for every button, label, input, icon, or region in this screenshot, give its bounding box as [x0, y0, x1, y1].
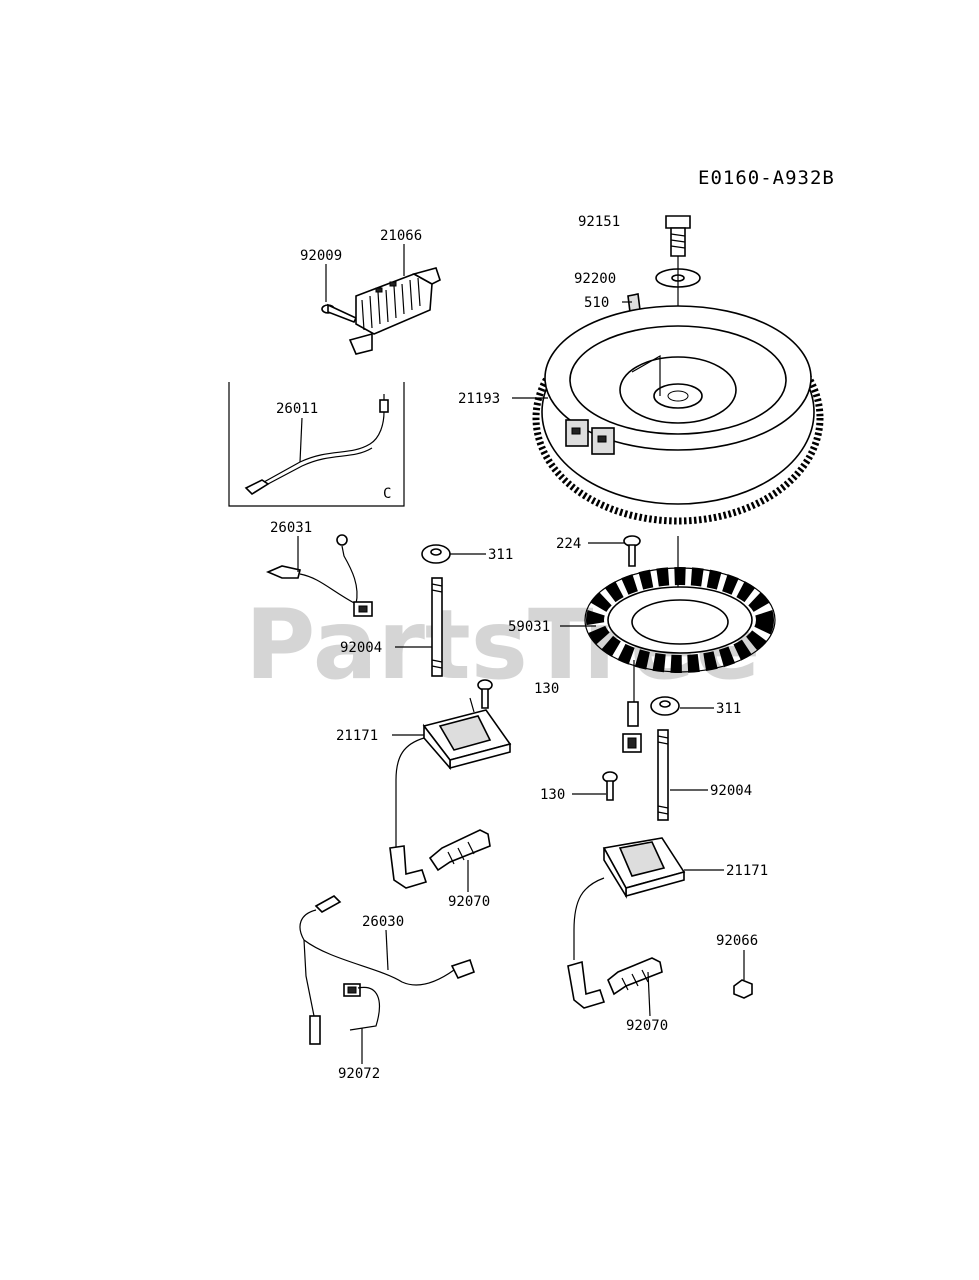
label-311-right: 311 — [716, 701, 741, 717]
nut-small[interactable] — [733, 979, 753, 999]
label-92072: 92072 — [338, 1066, 380, 1082]
diagram-code: E0160-A932B — [698, 167, 835, 189]
label-26011: 26011 — [276, 401, 318, 417]
leader-lines — [297, 244, 745, 1064]
label-26031: 26031 — [270, 520, 312, 536]
spark-plug-left[interactable] — [428, 829, 491, 872]
label-510: 510 — [584, 295, 609, 311]
coil-screw-right[interactable] — [602, 771, 618, 801]
plug-lead-left[interactable] — [389, 737, 428, 889]
label-92200: 92200 — [574, 271, 616, 287]
regulator[interactable] — [348, 267, 441, 355]
label-92070-right: 92070 — [626, 1018, 668, 1034]
nut-right[interactable] — [650, 696, 680, 716]
ignition-coil-right[interactable] — [602, 837, 686, 899]
label-21171-right: 21171 — [726, 863, 768, 879]
spark-plug-right[interactable] — [607, 957, 663, 996]
inset-box: C — [228, 382, 405, 507]
stator[interactable] — [584, 567, 776, 706]
ignition-coil-left[interactable] — [422, 697, 512, 771]
wire-harness-26011[interactable] — [244, 394, 389, 496]
label-92070-left: 92070 — [448, 894, 490, 910]
label-92151: 92151 — [578, 214, 620, 230]
label-130-upper: 130 — [534, 681, 559, 697]
label-92004-left: 92004 — [340, 640, 382, 656]
label-92004-right: 92004 — [710, 783, 752, 799]
regulator-bolt[interactable] — [321, 303, 358, 324]
label-130-lower: 130 — [540, 787, 565, 803]
label-21193: 21193 — [458, 391, 500, 407]
wire-harness-26031[interactable] — [265, 534, 373, 617]
label-92066: 92066 — [716, 933, 758, 949]
label-92009: 92009 — [300, 248, 342, 264]
label-59031: 59031 — [508, 619, 550, 635]
label-311-left: 311 — [488, 547, 513, 563]
box-letter: C — [383, 486, 391, 502]
stud-right[interactable] — [657, 729, 669, 821]
spark-plug-wire-92072[interactable] — [343, 983, 380, 1031]
flywheel[interactable] — [532, 305, 824, 525]
nut-left[interactable] — [421, 544, 451, 564]
stud-left[interactable] — [431, 577, 443, 677]
label-21171-left: 21171 — [336, 728, 378, 744]
flywheel-bolt[interactable] — [665, 215, 691, 257]
stator-connector[interactable] — [622, 701, 642, 753]
wire-harness-26030[interactable] — [299, 895, 476, 1045]
label-21066: 21066 — [380, 228, 422, 244]
callout-labels: 92151 92200 510 21193 21066 92009 26011 … — [270, 214, 768, 1082]
label-224: 224 — [556, 536, 581, 552]
plug-lead-right[interactable] — [567, 877, 606, 1009]
stator-screw[interactable] — [623, 535, 641, 567]
coil-screw-left[interactable] — [477, 679, 493, 709]
label-26030: 26030 — [362, 914, 404, 930]
